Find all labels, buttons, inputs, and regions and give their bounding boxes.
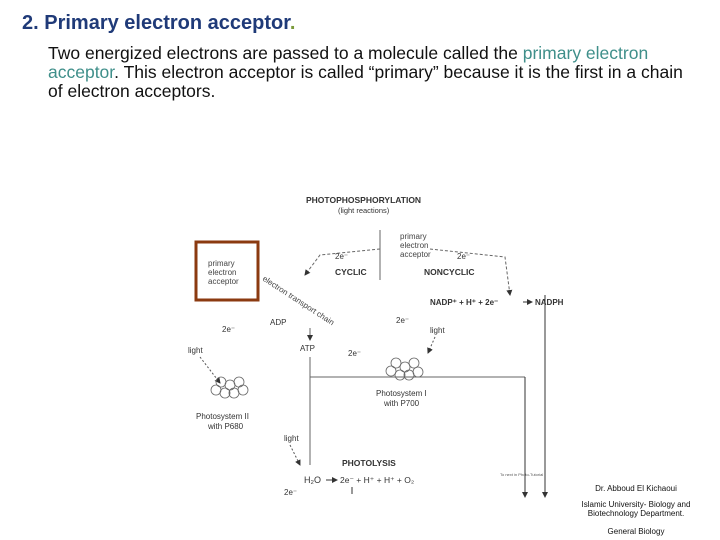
- diagram-title: PHOTOPHOSPHORYLATION: [306, 195, 421, 205]
- body-highlight: primary electron acceptor: [48, 43, 649, 82]
- e2-label-a: 2e⁻: [335, 252, 348, 261]
- credit-department: Islamic University- Biology and Biotechn…: [581, 500, 691, 518]
- body-part-1: Two energized electrons are passed to a …: [48, 43, 523, 63]
- pea-top-3: acceptor: [400, 250, 431, 259]
- pea-left-1: primary: [208, 259, 235, 268]
- small-caption: To next in Photo-Tutorial: [500, 472, 543, 477]
- pea-top-1: primary: [400, 232, 427, 241]
- photolysis-title: PHOTOLYSIS: [342, 458, 396, 468]
- e2-label-b: 2e⁻: [457, 252, 470, 261]
- ps2-label-2: with P680: [207, 422, 244, 431]
- nadph-label: NADPH: [535, 298, 564, 307]
- e2-label-e: 2e⁻: [348, 349, 361, 358]
- light-arrow-ps2: [199, 356, 221, 384]
- water-label: H₂O: [304, 475, 321, 485]
- body-part-2: . This electron acceptor is called “prim…: [48, 62, 683, 101]
- ps2-label-1: Photosystem II: [196, 412, 249, 421]
- atp-label: ATP: [300, 344, 315, 353]
- e2-label-f: 2e⁻: [284, 488, 297, 497]
- highlight-box: [194, 240, 260, 302]
- credit-author: Dr. Abboud El Kichaoui: [595, 484, 677, 493]
- noncyclic-label: NONCYCLIC: [424, 267, 475, 277]
- pea-left-3: acceptor: [208, 277, 239, 286]
- light-arrow-ps1: [427, 336, 436, 354]
- cyclic-label: CYCLIC: [335, 267, 367, 277]
- photosystem-2-icon: [210, 376, 249, 399]
- photolysis-equation: 2e⁻ + H⁺ + H⁺ + O₂: [340, 475, 414, 485]
- ps1-label-2: with P700: [383, 399, 420, 408]
- diagram-subtitle: (light reactions): [338, 206, 390, 215]
- photosystem-1-icon: [385, 357, 424, 381]
- photophosphorylation-diagram: PHOTOPHOSPHORYLATION (light reactions) p…: [188, 195, 564, 498]
- slide-heading: 2. Primary electron acceptor.: [22, 12, 295, 35]
- light-arrow-photolysis: [289, 444, 301, 466]
- e2-label-d: 2e⁻: [222, 325, 235, 334]
- heading-dot: .: [289, 12, 296, 34]
- credit-course: General Biology: [607, 527, 665, 536]
- nadp-equation: NADP⁺ + H⁺ + 2e⁻: [430, 298, 498, 307]
- cyclic-arrow: [304, 248, 381, 276]
- e2-label-c: 2e⁻: [396, 316, 409, 325]
- heading-text: 2. Primary electron acceptor: [22, 12, 290, 34]
- noncyclic-arrow: [429, 248, 513, 296]
- pea-left-2: electron: [208, 268, 236, 277]
- adp-label: ADP: [270, 318, 286, 327]
- slide-body: Two energized electrons are passed to a …: [48, 44, 688, 101]
- light-label-ps2: light: [188, 346, 203, 355]
- light-label-photolysis: light: [284, 434, 299, 443]
- ps1-label-1: Photosystem I: [376, 389, 427, 398]
- light-label-ps1: light: [430, 326, 445, 335]
- pea-top-2: electron: [400, 241, 428, 250]
